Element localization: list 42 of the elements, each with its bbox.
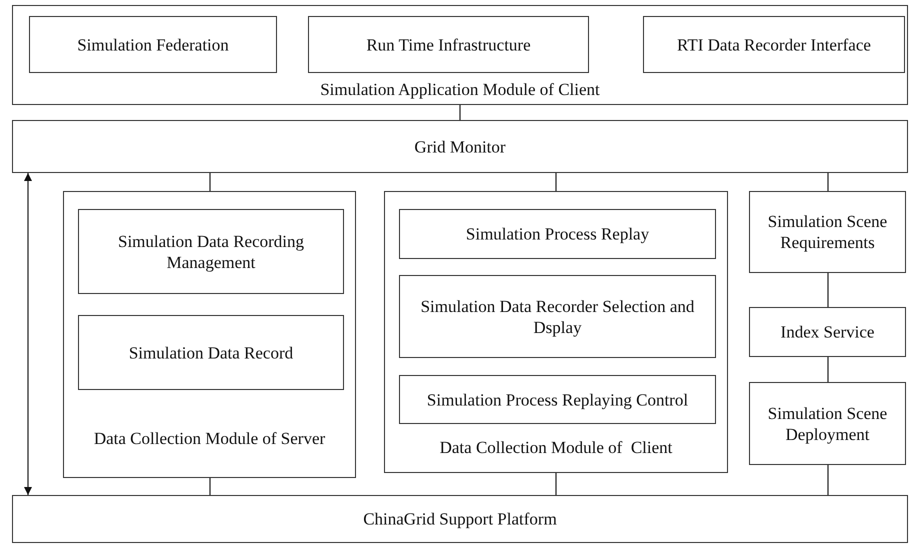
component-box [749,191,906,273]
component-box [78,315,344,390]
component-label: Simulation Data Recording Management [116,230,306,272]
component-box [308,16,589,73]
module-container [384,191,728,473]
connector-line [827,357,829,382]
component-label: Simulation Federation [76,34,230,55]
component-label: Simulation Data Record [128,342,294,363]
component-box [643,16,905,73]
connector-line [209,173,211,191]
connector-line [555,173,557,191]
module-container [63,191,356,478]
component-label: Simulation Process Replay [464,224,650,244]
component-label: RTI Data Recorder Interface [676,34,872,55]
double-arrow [24,173,32,495]
connector-line [827,273,829,307]
layer-bar [12,495,908,543]
component-label: Simulation Scene Deployment [766,402,888,444]
component-box [78,209,344,294]
component-label: Run Time Infrastructure [365,34,532,55]
connector-line [459,105,461,120]
component-box [399,275,716,358]
component-label: Simulation Scene Requirements [766,211,888,253]
connector-line [209,478,211,495]
module-title: Simulation Application Module of Client [319,79,601,100]
component-label: Simulation Process Replaying Control [426,389,690,410]
component-box [29,16,277,73]
layer-bar [12,120,908,173]
module-title: Data Collection Module of Server [92,428,326,449]
connector-line [827,465,829,495]
component-box [399,209,716,259]
connector-line [555,473,557,495]
component-label: Simulation Data Recorder Selection and Dsplay [420,296,696,338]
component-box [399,375,716,424]
connector-line [827,173,829,191]
component-box [749,382,906,465]
module-title: Data Collection Module of Client [438,437,674,458]
module-container [12,5,908,105]
component-box [749,307,906,357]
component-label: ChinaGrid Support Platform [362,508,558,530]
component-label: Grid Monitor [413,136,507,157]
component-label: Index Service [780,322,876,342]
